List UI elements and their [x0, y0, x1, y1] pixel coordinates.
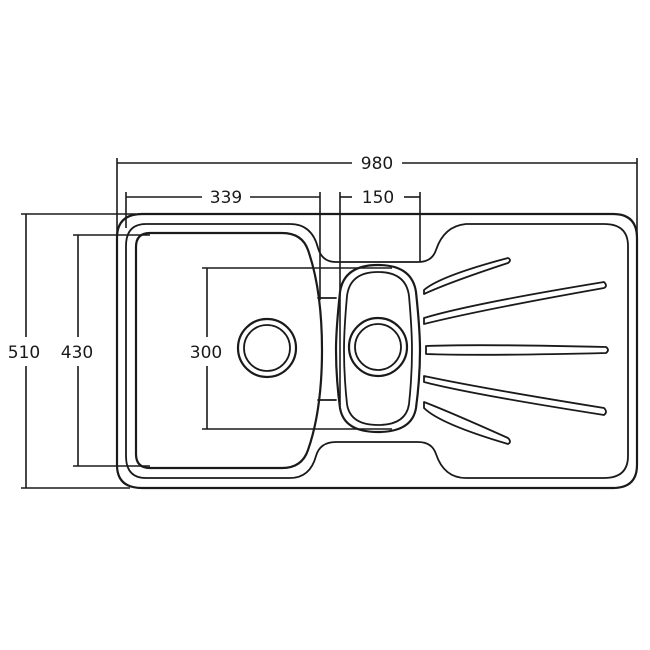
drainer-groove-4 [423, 375, 607, 416]
drainer-groove-3 [425, 344, 609, 356]
dimension-large-bowl-width: 339 [125, 188, 321, 300]
drainer-groove-5 [423, 401, 511, 445]
dimension-label-large-bowl-width: 339 [210, 188, 242, 208]
dimension-label-bowl-inner-depth: 300 [190, 343, 222, 363]
dimension-large-bowl-depth: 430 [61, 234, 150, 467]
large-bowl-waste-inner [243, 324, 291, 372]
sink-inner-rim [125, 223, 629, 479]
dimension-label-overall-width: 980 [361, 154, 393, 174]
dimension-label-overall-depth: 510 [8, 343, 40, 363]
dimension-overall-width: 980 [116, 154, 638, 252]
small-bowl-waste-outer [347, 316, 409, 378]
dimension-small-bowl-width: 150 [339, 188, 421, 405]
small-bowl [334, 263, 422, 434]
dimension-bowl-inner-depth: 300 [190, 267, 392, 430]
large-bowl [134, 231, 324, 470]
small-bowl-inner-wall [343, 271, 413, 426]
drainer-groove-1 [423, 257, 511, 295]
dimension-label-large-bowl-depth: 430 [61, 343, 93, 363]
dimension-overall-depth: 510 [8, 213, 136, 489]
large-bowl-waste-outer [236, 317, 298, 379]
sink-outer-rim [115, 212, 639, 490]
small-bowl-waste-inner [354, 323, 402, 371]
dimension-label-small-bowl-width: 150 [362, 188, 394, 208]
drainer-groove-2 [423, 281, 607, 325]
